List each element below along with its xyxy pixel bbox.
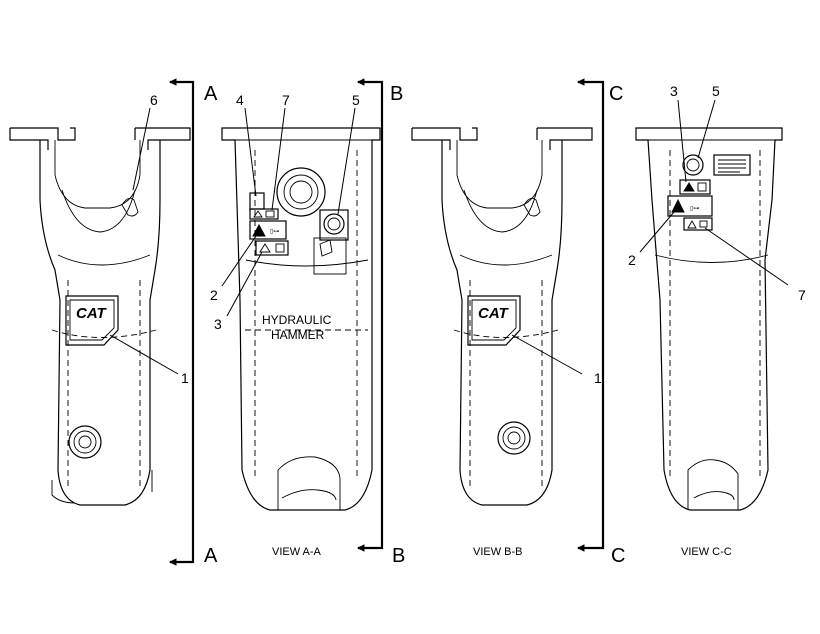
- view-a: ▯⊶ HYDRAULIC HAMMER 4 7 5 2 3 VIEW A-A: [210, 92, 381, 558]
- view-caption-c: VIEW C-C: [681, 546, 732, 558]
- body-label-line-1: HYDRAULIC: [262, 313, 332, 327]
- callout-3-a: 3: [214, 316, 222, 332]
- view-c: ▯⊶ 3 5 2 7 VIEW C-C: [628, 83, 806, 558]
- body-label: HYDRAULIC HAMMER: [262, 313, 332, 342]
- section-letter-c-top: C: [609, 83, 623, 105]
- section-letter-a-bottom: A: [204, 545, 218, 567]
- boss-fitting: [68, 425, 102, 459]
- callout-4: 4: [236, 92, 244, 108]
- boss-fitting-b: [497, 421, 531, 455]
- gauge-decal: [313, 209, 349, 275]
- left-view: CAT 6 1: [9, 92, 191, 506]
- cat-logo-plate-b: CAT: [467, 295, 521, 346]
- callout-3-c: 3: [670, 83, 678, 99]
- callout-7-c: 7: [798, 287, 806, 303]
- section-letter-b-top: B: [390, 83, 403, 105]
- section-letter-a-top: A: [204, 83, 218, 105]
- callout-1: 1: [181, 370, 189, 386]
- view-caption-b: VIEW B-B: [473, 546, 523, 558]
- cat-logo-text-b: CAT: [478, 305, 510, 322]
- section-letter-b-bottom: B: [392, 545, 405, 567]
- decal-group-c: ▯⊶: [667, 179, 713, 231]
- callout-5-a: 5: [352, 92, 360, 108]
- view-b: CAT 1 VIEW B-B: [411, 127, 602, 558]
- callout-1-b: 1: [594, 370, 602, 386]
- callout-7-a: 7: [282, 92, 290, 108]
- decal-group-a: ▯⊶: [249, 192, 289, 256]
- body-label-line-2: HAMMER: [271, 328, 325, 342]
- section-letter-c-bottom: C: [611, 545, 625, 567]
- svg-text:▯⊶: ▯⊶: [690, 206, 699, 212]
- section-line-b: B B: [356, 78, 405, 567]
- callout-2-a: 2: [210, 287, 218, 303]
- cat-logo-plate: CAT: [65, 295, 119, 346]
- cat-logo-text: CAT: [76, 305, 108, 322]
- section-line-a: A A: [168, 78, 218, 567]
- callout-5-c: 5: [712, 83, 720, 99]
- gauge-decal-c: [682, 154, 704, 176]
- view-caption-a: VIEW A-A: [272, 546, 322, 558]
- info-plate-c: [713, 154, 751, 176]
- top-port-fitting: [276, 167, 326, 217]
- callout-2-c: 2: [628, 252, 636, 268]
- svg-text:▯⊶: ▯⊶: [270, 229, 279, 235]
- section-line-c: C C: [576, 78, 625, 567]
- callout-6: 6: [150, 92, 158, 108]
